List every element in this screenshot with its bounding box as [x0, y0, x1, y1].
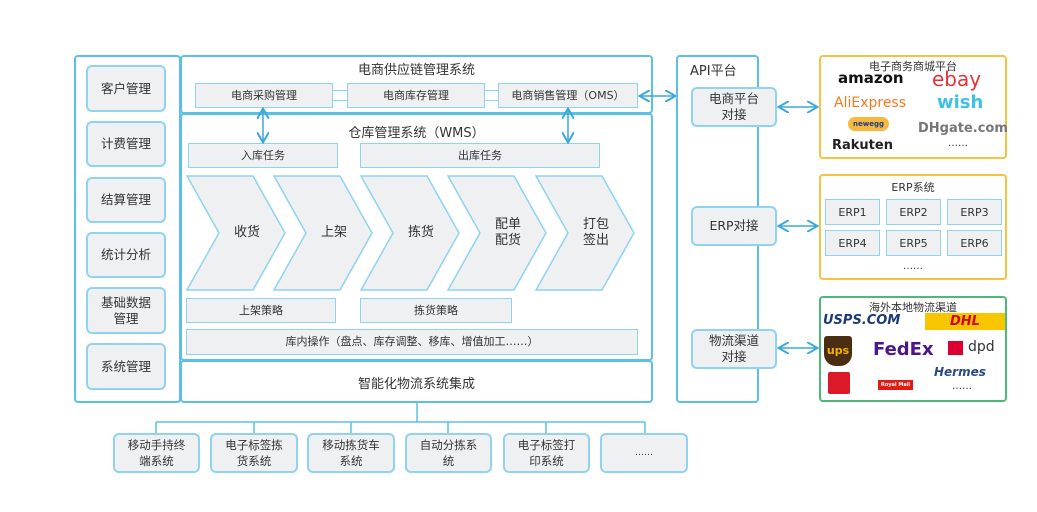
putaway-strategy[interactable]: 上架策略 — [186, 298, 336, 323]
ecommerce-more: …… — [948, 138, 968, 149]
erp-title: ERP系统 — [891, 181, 935, 194]
system-handheld[interactable]: 移动手持终 端系统 — [113, 433, 200, 473]
integration-title: 智能化物流系统集成 — [357, 377, 475, 392]
step-packing[interactable]: 打包 签出 — [534, 175, 635, 291]
fedex-logo: FedEx — [873, 339, 934, 360]
step-label: 打包 签出 — [582, 217, 609, 248]
step-receive[interactable]: 收货 — [185, 175, 286, 291]
ecommerce-frame — [819, 55, 1007, 159]
module-system[interactable]: 系统管理 — [86, 343, 166, 390]
logistics-more: …… — [952, 381, 972, 392]
wish-logo: wish — [937, 92, 984, 113]
chevron-shape — [446, 175, 547, 291]
chevron-shape — [359, 175, 460, 291]
api-logistics[interactable]: 物流渠道 对接 — [691, 329, 777, 369]
connector — [485, 90, 498, 91]
step-label: 配单 配货 — [494, 217, 521, 248]
ebay-logo: ebay — [932, 67, 982, 91]
royal-mail-logo: Royal Mail — [878, 380, 914, 390]
api-erp[interactable]: ERP对接 — [691, 206, 777, 246]
module-settlement[interactable]: 结算管理 — [86, 177, 166, 223]
module-statistics[interactable]: 统计分析 — [86, 232, 166, 278]
step-allocation[interactable]: 配单 配货 — [446, 175, 547, 291]
system-auto-sorting[interactable]: 自动分拣系 统 — [405, 433, 492, 473]
erp-5[interactable]: ERP5 — [886, 230, 941, 256]
scm-inventory[interactable]: 电商库存管理 — [347, 83, 485, 108]
newegg-logo: newegg — [848, 117, 889, 131]
integration-frame — [180, 360, 653, 403]
usps-logo: USPS.COM — [823, 313, 901, 328]
module-billing[interactable]: 计费管理 — [86, 121, 166, 167]
inbound-task[interactable]: 入库任务 — [188, 143, 338, 168]
aliexpress-logo: AliExpress — [834, 95, 907, 111]
step-picking[interactable]: 拣货 — [359, 175, 460, 291]
dpd-logo: dpd — [948, 339, 995, 355]
amazon-logo: amazon — [838, 69, 904, 87]
connector — [485, 100, 498, 101]
system-pick-to-light[interactable]: 电子标签拣 货系统 — [210, 433, 298, 473]
picking-strategy[interactable]: 拣货策略 — [360, 298, 512, 323]
australia-post-logo — [828, 372, 850, 394]
erp-frame — [819, 174, 1007, 280]
erp-1[interactable]: ERP1 — [825, 199, 880, 225]
ups-logo: ups — [824, 336, 852, 366]
erp-2[interactable]: ERP2 — [886, 199, 941, 225]
logistics-title: 海外本地物流渠道 — [869, 301, 957, 314]
module-customer[interactable]: 客户管理 — [86, 65, 166, 112]
scm-oms[interactable]: 电商销售管理（OMS） — [498, 83, 638, 108]
system-label-printing[interactable]: 电子标签打 印系统 — [503, 433, 590, 473]
rakuten-logo: Rakuten — [832, 138, 893, 153]
connector — [333, 100, 347, 101]
erp-more: …… — [903, 261, 923, 272]
erp-4[interactable]: ERP4 — [825, 230, 880, 256]
ecommerce-title: 电子商务商城平台 — [869, 60, 957, 73]
erp-3[interactable]: ERP3 — [947, 199, 1002, 225]
chevron-shape — [534, 175, 635, 291]
system-more[interactable]: …… — [600, 433, 688, 473]
hermes-logo: Hermes — [934, 365, 986, 379]
integration-tree — [155, 402, 646, 433]
dhl-logo: DHL — [925, 313, 1005, 330]
api-title: API平台 — [690, 64, 737, 79]
scm-title: 电商供应链管理系统 — [357, 63, 475, 78]
step-label: 收货 — [233, 225, 260, 240]
step-label: 拣货 — [407, 225, 434, 240]
api-ecommerce[interactable]: 电商平台 对接 — [691, 87, 777, 127]
scm-purchase[interactable]: 电商采购管理 — [195, 83, 333, 108]
dhgate-logo: DHgate.com — [918, 121, 1008, 136]
outbound-task[interactable]: 出库任务 — [360, 143, 600, 168]
connector — [333, 90, 347, 91]
chevron-shape — [185, 175, 286, 291]
internal-operations[interactable]: 库内操作（盘点、库存调整、移库、增值加工……） — [186, 329, 638, 355]
chevron-shape — [272, 175, 373, 291]
wms-title: 仓库管理系统（WMS） — [348, 126, 485, 141]
step-label: 上架 — [320, 225, 347, 240]
step-putaway[interactable]: 上架 — [272, 175, 373, 291]
module-base-data[interactable]: 基础数据 管理 — [86, 287, 166, 334]
erp-6[interactable]: ERP6 — [947, 230, 1002, 256]
system-picking-cart[interactable]: 移动拣货车 系统 — [307, 433, 395, 473]
